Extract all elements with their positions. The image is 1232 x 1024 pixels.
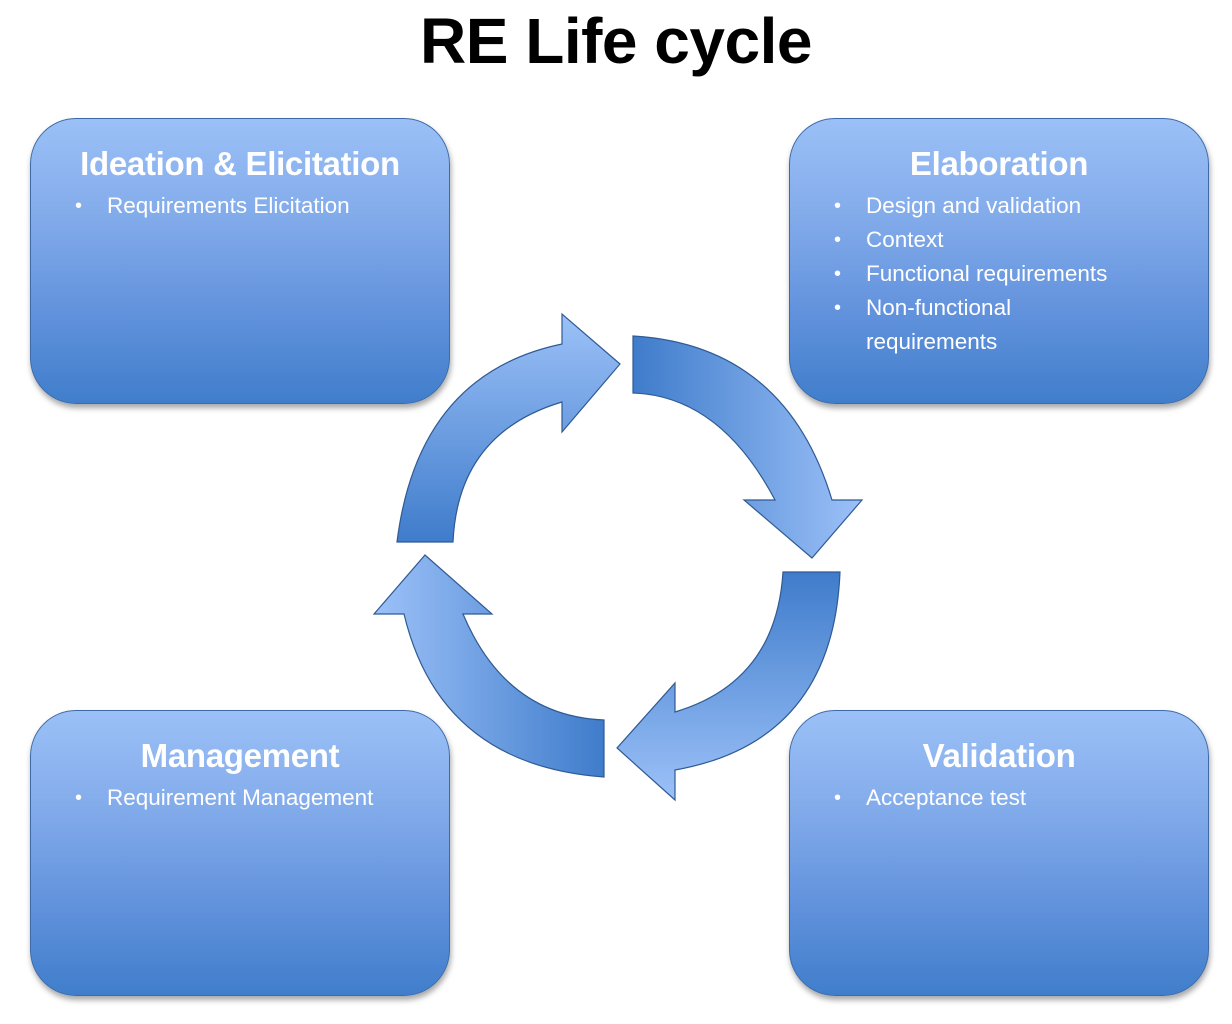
stage-validation: Validation Acceptance test bbox=[789, 710, 1209, 996]
stage-title: Management bbox=[140, 737, 340, 774]
cycle-arrow-icon bbox=[632, 335, 864, 559]
stage-item: Requirement Management bbox=[75, 781, 449, 815]
stage-item-list: Acceptance test bbox=[790, 781, 1208, 815]
stage-item: Non-functional requirements bbox=[834, 291, 1076, 359]
stage-item-list: Requirements Elicitation bbox=[31, 189, 449, 223]
diagram-title: RE Life cycle bbox=[420, 5, 812, 77]
cycle-arrow-icon bbox=[616, 571, 841, 802]
stage-item: Requirements Elicitation bbox=[75, 189, 449, 223]
stage-title: Validation bbox=[922, 737, 1076, 774]
stage-item: Acceptance test bbox=[834, 781, 1208, 815]
cycle-arrow-icon bbox=[372, 554, 605, 778]
stage-item: Context bbox=[834, 223, 1208, 257]
stage-title: Ideation & Elicitation bbox=[80, 145, 400, 182]
cycle-arrow-icon bbox=[396, 312, 621, 543]
stage-elaboration: Elaboration Design and validation Contex… bbox=[789, 118, 1209, 404]
stage-ideation-elicitation: Ideation & Elicitation Requirements Elic… bbox=[30, 118, 450, 404]
stage-management: Management Requirement Management bbox=[30, 710, 450, 996]
stage-item: Design and validation bbox=[834, 189, 1208, 223]
stage-title: Elaboration bbox=[909, 145, 1089, 182]
stage-item: Functional requirements bbox=[834, 257, 1208, 291]
stage-item-list: Design and validation Context Functional… bbox=[790, 189, 1208, 359]
stage-item-list: Requirement Management bbox=[31, 781, 449, 815]
